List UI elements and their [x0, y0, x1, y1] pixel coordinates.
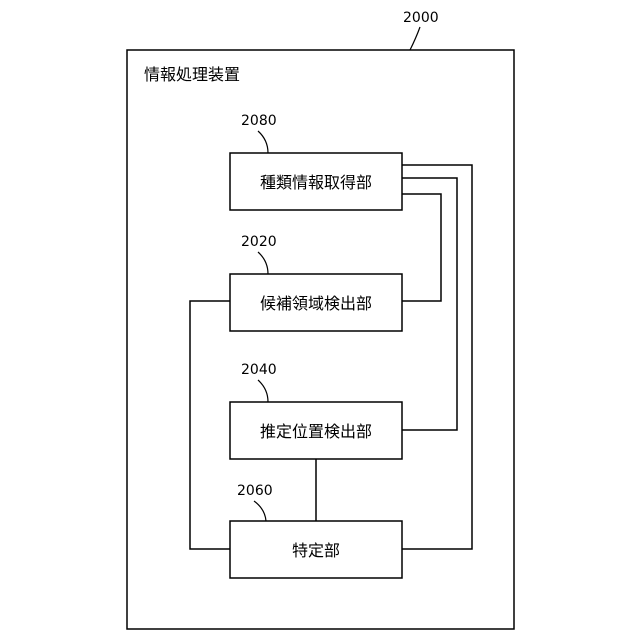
device-reference-leader [410, 27, 420, 50]
estimated-position-detection-label: 推定位置検出部 [260, 422, 372, 441]
estimated-reference-number: 2040 [241, 362, 277, 378]
identification-label: 特定部 [292, 541, 340, 560]
identify-reference-number: 2060 [237, 483, 273, 499]
device-reference-number: 2000 [403, 10, 439, 26]
candidate-area-detection-label: 候補領域検出部 [260, 294, 372, 313]
type-info-reference-number: 2080 [241, 113, 277, 129]
device-title: 情報処理装置 [144, 65, 240, 84]
candidate-reference-number: 2020 [241, 234, 277, 250]
type-info-acquisition-label: 種類情報取得部 [260, 173, 372, 192]
